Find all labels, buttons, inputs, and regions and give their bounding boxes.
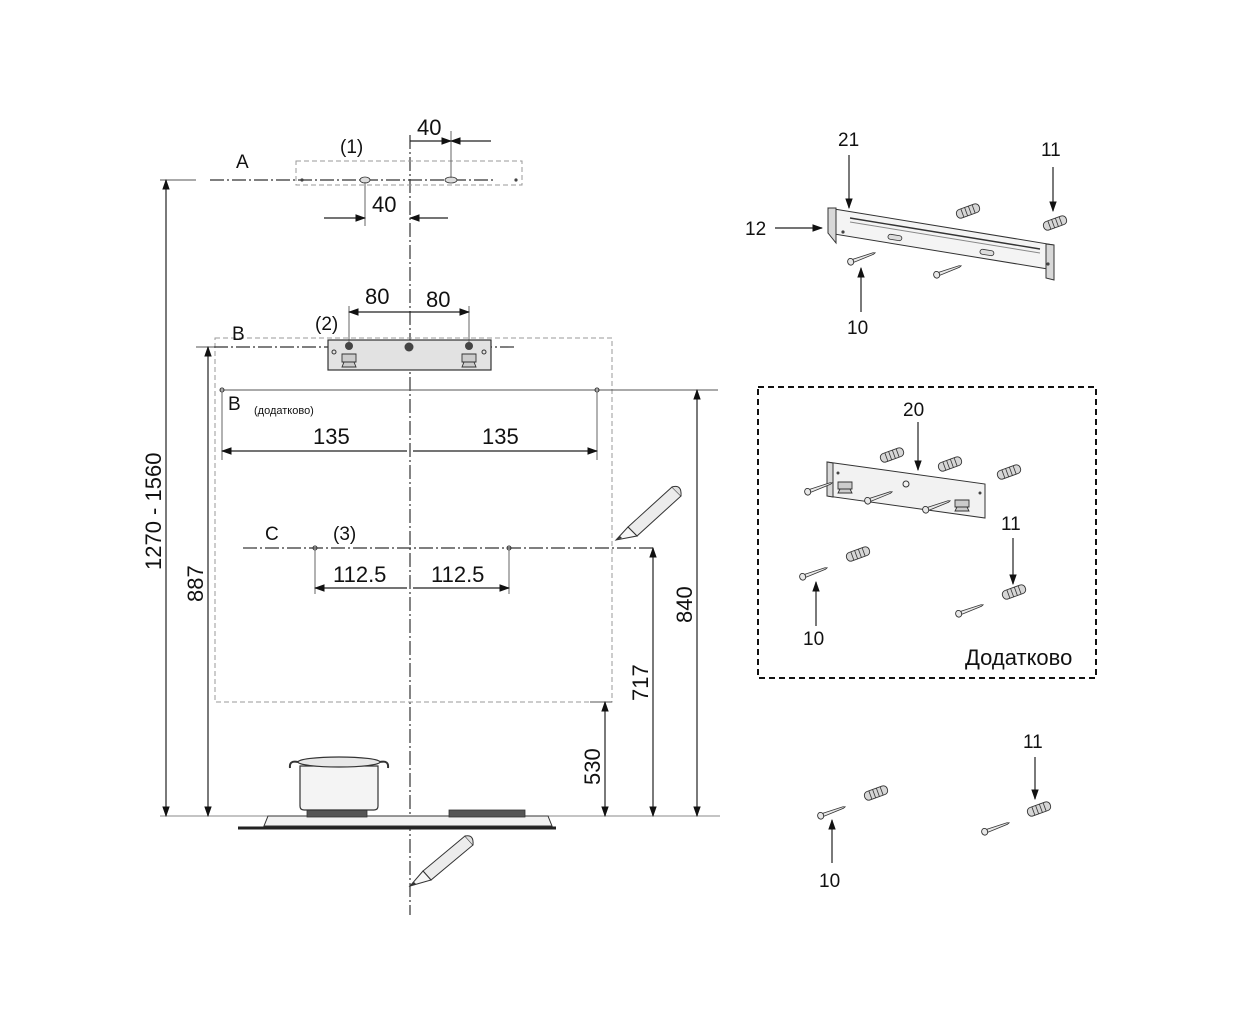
dim-840: 840 — [672, 586, 697, 623]
optional-caption: Додатково — [965, 645, 1072, 670]
dim-1125-left: 112.5 — [333, 562, 386, 587]
pencil-icon-upper — [614, 485, 682, 541]
label-b-optional-note: (додатково) — [254, 405, 314, 417]
label-a: A — [236, 152, 249, 173]
note-3: (3) — [333, 524, 356, 545]
label-20: 20 — [903, 400, 924, 421]
bracket-21 — [827, 207, 1055, 281]
label-b-optional: B — [228, 394, 241, 415]
pencil-icon-lower — [408, 835, 474, 887]
bracket-a-outline — [295, 160, 523, 186]
label-12: 12 — [745, 219, 766, 240]
label-21: 21 — [838, 130, 859, 151]
hob — [263, 815, 553, 827]
note-2: (2) — [315, 314, 338, 335]
dim-135-left: 135 — [313, 424, 350, 449]
pot-icon — [288, 756, 390, 811]
dim-80-left: 80 — [365, 284, 389, 309]
label-10-loose: 10 — [819, 871, 840, 892]
label-10: 10 — [847, 318, 868, 339]
label-11-optional: 11 — [1001, 514, 1021, 535]
dim-80-right: 80 — [426, 287, 450, 312]
dim-40-top: 40 — [417, 115, 441, 140]
dim-1125-right: 112.5 — [431, 562, 484, 587]
note-1: (1) — [340, 137, 363, 158]
dim-40-bottom: 40 — [372, 192, 396, 217]
dim-135-right: 135 — [482, 424, 519, 449]
label-b: B — [232, 324, 245, 345]
bracket-20 — [826, 461, 986, 519]
label-11-loose: 11 — [1023, 732, 1043, 753]
dim-717: 717 — [628, 664, 653, 701]
label-11: 11 — [1041, 140, 1061, 161]
dim-total: 1270 - 1560 — [141, 453, 166, 570]
dim-530: 530 — [580, 748, 605, 785]
dim-887: 887 — [183, 565, 208, 602]
label-c: C — [265, 524, 279, 545]
label-10-optional: 10 — [803, 629, 824, 650]
hood-outline — [214, 337, 613, 703]
optional-parts-box — [757, 386, 1097, 679]
